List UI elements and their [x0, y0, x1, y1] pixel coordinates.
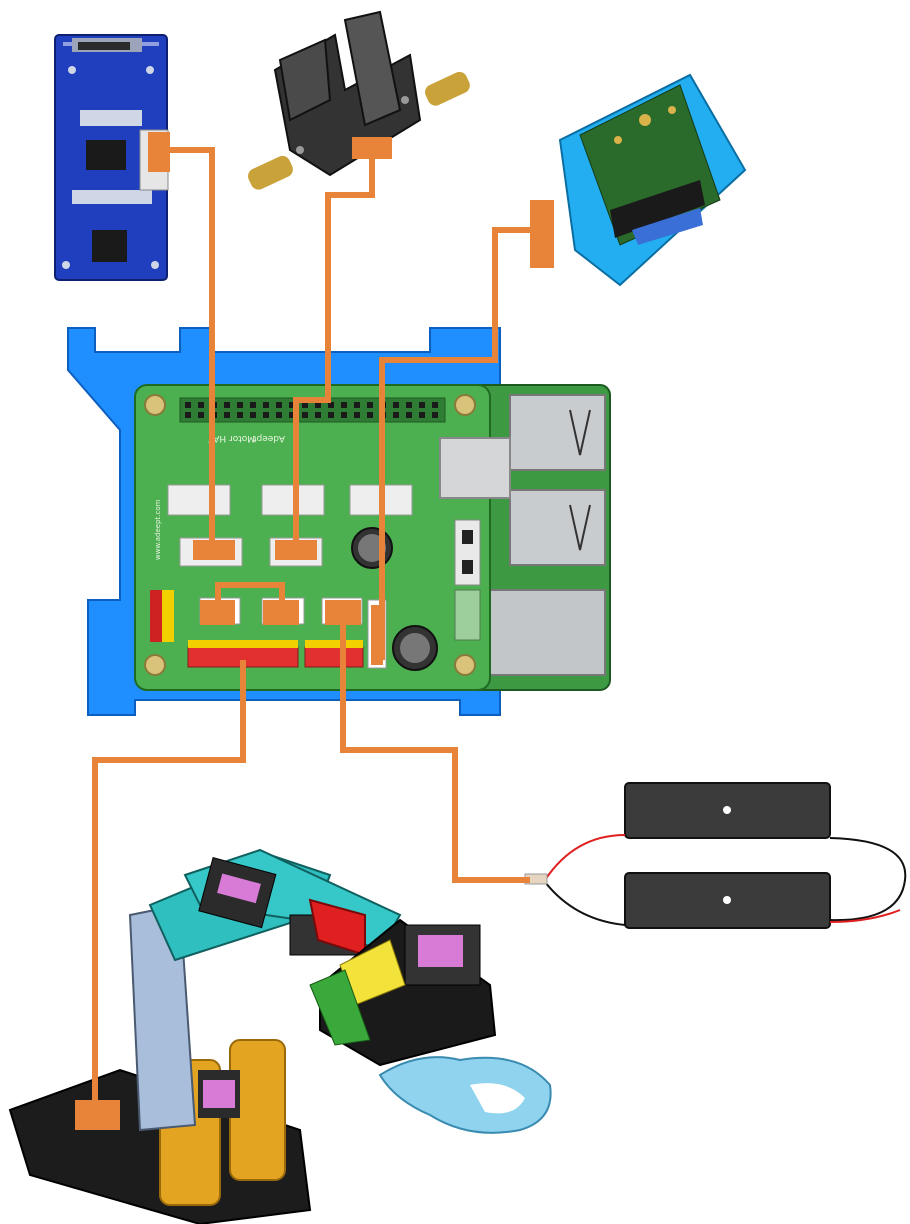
gpio-pin: [354, 412, 360, 418]
silkscreen-url: www.adeept.com: [154, 499, 162, 560]
motor-hat: Motor HAT Adeept www.adeept.com: [135, 385, 510, 690]
gpio-pin: [315, 412, 321, 418]
gpio-pin: [341, 412, 347, 418]
gpio-pin: [237, 402, 243, 408]
gpio-pin: [276, 402, 282, 408]
gpio-pin: [276, 412, 282, 418]
gpio-pin: [419, 402, 425, 408]
gpio-pin: [432, 412, 438, 418]
gpio-pin: [393, 402, 399, 408]
gpio-pin: [341, 402, 347, 408]
gpio-pin: [406, 412, 412, 418]
gpio-pin: [250, 402, 256, 408]
gpio-pin: [198, 402, 204, 408]
gpio-pin: [185, 412, 191, 418]
gpio-pin: [237, 412, 243, 418]
gpio-pin: [224, 412, 230, 418]
gpio-pin: [406, 402, 412, 408]
gpio-pin: [263, 412, 269, 418]
gpio-pin: [328, 412, 334, 418]
photoelectric-sensor: [245, 12, 472, 192]
gpio-pin: [419, 412, 425, 418]
gpio-pin: [367, 402, 373, 408]
silkscreen-brand: Adeept: [253, 433, 285, 443]
gpio-pin: [302, 412, 308, 418]
gpio-pin: [354, 402, 360, 408]
battery-holder: [525, 783, 905, 928]
robotic-arm: [10, 850, 551, 1224]
gpio-pin: [367, 412, 373, 418]
gpio-pin: [393, 412, 399, 418]
gpio-pin: [185, 402, 191, 408]
camera-module: [560, 75, 745, 285]
gpio-pin: [250, 412, 256, 418]
gpio-pin: [198, 412, 204, 418]
gpio-pin: [224, 402, 230, 408]
gpio-pin: [432, 402, 438, 408]
gpio-pin: [263, 402, 269, 408]
